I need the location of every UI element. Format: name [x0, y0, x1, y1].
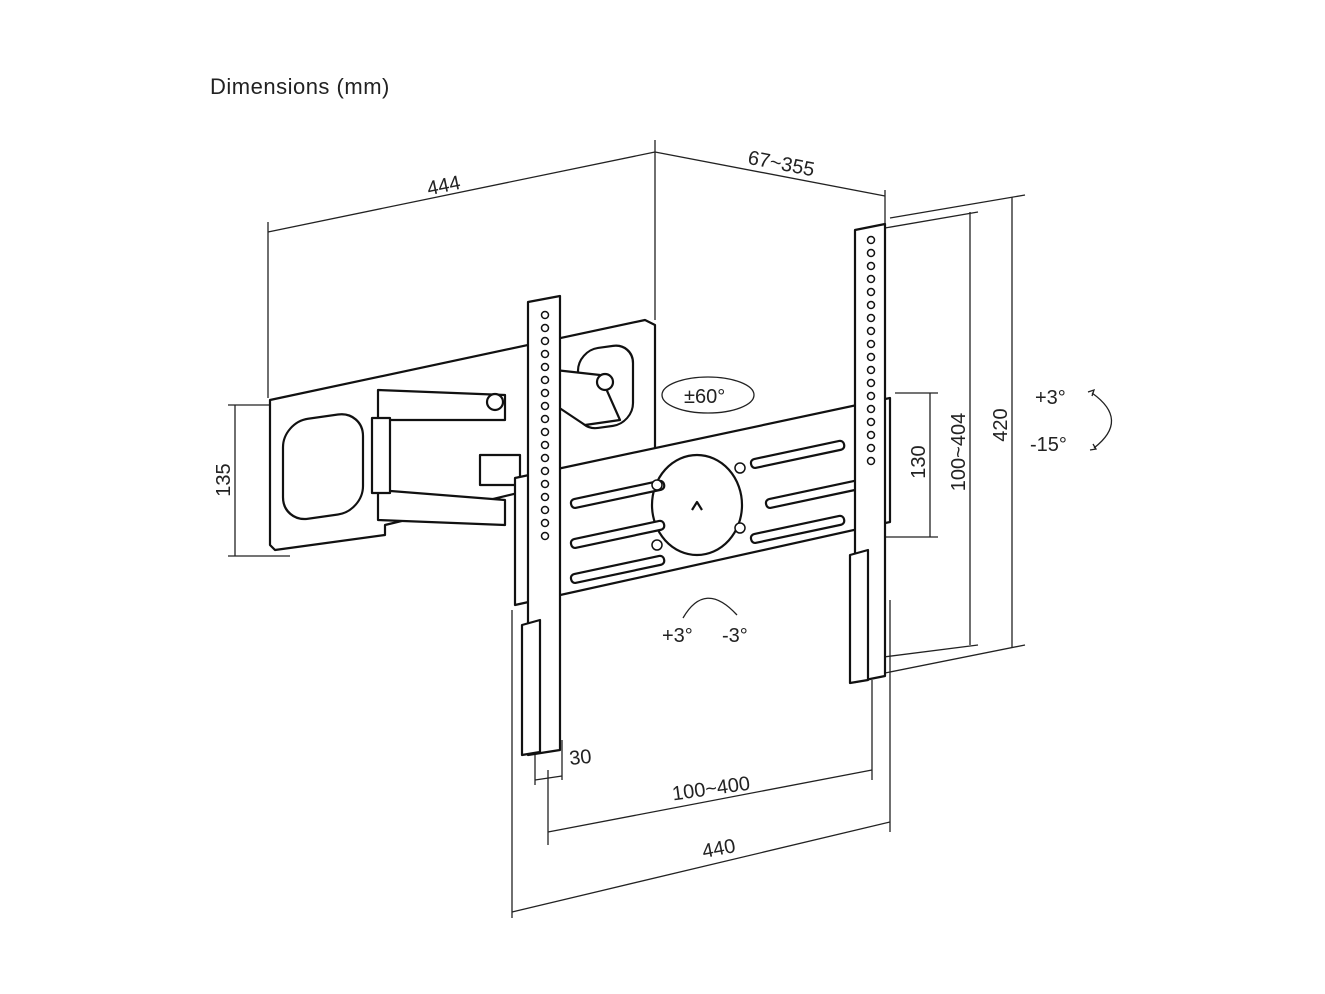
right-vesa-rail — [848, 222, 887, 685]
rail-hole — [540, 401, 550, 411]
rail-hole — [540, 518, 550, 528]
articulating-arm — [370, 368, 622, 527]
dim-30-label: 30 — [568, 746, 592, 770]
rail-hole — [540, 440, 550, 450]
rail-hole — [866, 326, 876, 336]
rail-hole — [866, 378, 876, 388]
rail-hole — [866, 261, 876, 271]
rail-hole — [540, 375, 550, 385]
swivel-label: ±60° — [684, 386, 725, 408]
dim-135-label: 135 — [213, 463, 235, 496]
tilt-arc-arrow-icon — [1091, 392, 1113, 449]
horizontal-bar — [513, 396, 892, 607]
rail-hole — [540, 362, 550, 372]
rail-hole — [540, 336, 550, 346]
rail-hole — [540, 388, 550, 398]
tilt-down-label: -15° — [1030, 434, 1067, 456]
rail-hole — [540, 323, 550, 333]
dim-130-label: 130 — [908, 445, 930, 478]
rail-hole — [540, 505, 550, 515]
rail-hole — [540, 466, 550, 476]
dim-135: 135 — [213, 404, 290, 557]
rail-hole — [866, 313, 876, 323]
rail-hole — [866, 235, 876, 245]
rail-hole — [540, 414, 550, 424]
rail-hole — [540, 453, 550, 463]
rail-hole — [866, 443, 876, 453]
rail-hole — [866, 365, 876, 375]
rail-hole — [866, 456, 876, 466]
rail-hole — [866, 300, 876, 310]
swivel-indicator: ±60° — [661, 376, 755, 414]
dim-vesa-horizontal: 100~400 — [547, 680, 873, 845]
level-arc-arrow-icon — [682, 597, 738, 619]
dim-440-label: 440 — [700, 835, 737, 863]
rail-hole — [866, 352, 876, 362]
dim-420-label: 420 — [990, 408, 1012, 441]
tilt-up-label: +3° — [1035, 387, 1066, 409]
rail-hole — [540, 349, 550, 359]
rail-hole — [540, 531, 550, 541]
rail-hole — [866, 274, 876, 284]
diagram-title: Dimensions (mm) — [210, 74, 390, 99]
dim-extension: 67~355 — [654, 147, 886, 225]
rail-hole — [866, 404, 876, 414]
rail-hole — [866, 339, 876, 349]
dim-440: 440 — [511, 600, 891, 918]
left-vesa-rail — [520, 294, 562, 757]
rail-hole — [540, 427, 550, 437]
rail-hole — [866, 417, 876, 427]
rail-hole — [866, 391, 876, 401]
level-plus-label: +3° — [662, 625, 693, 647]
rail-hole — [866, 430, 876, 440]
dim-130: 130 — [885, 392, 938, 538]
swivel-ellipse-icon — [661, 376, 755, 414]
rail-hole — [866, 248, 876, 258]
rail-hole — [540, 479, 550, 489]
dim-420: 420 — [879, 194, 1026, 675]
dim-444-label: 444 — [425, 172, 462, 200]
rail-hole — [866, 287, 876, 297]
level-minus-label: -3° — [722, 625, 748, 647]
dim-vesa-vertical-label: 100~404 — [948, 413, 970, 491]
dim-vesa-vertical: 100~404 — [859, 211, 979, 661]
rail-hole — [540, 310, 550, 320]
level-indicator: +3° -3° — [662, 597, 748, 647]
tilt-indicator: +3° -15° — [1030, 387, 1113, 456]
rail-hole — [540, 492, 550, 502]
